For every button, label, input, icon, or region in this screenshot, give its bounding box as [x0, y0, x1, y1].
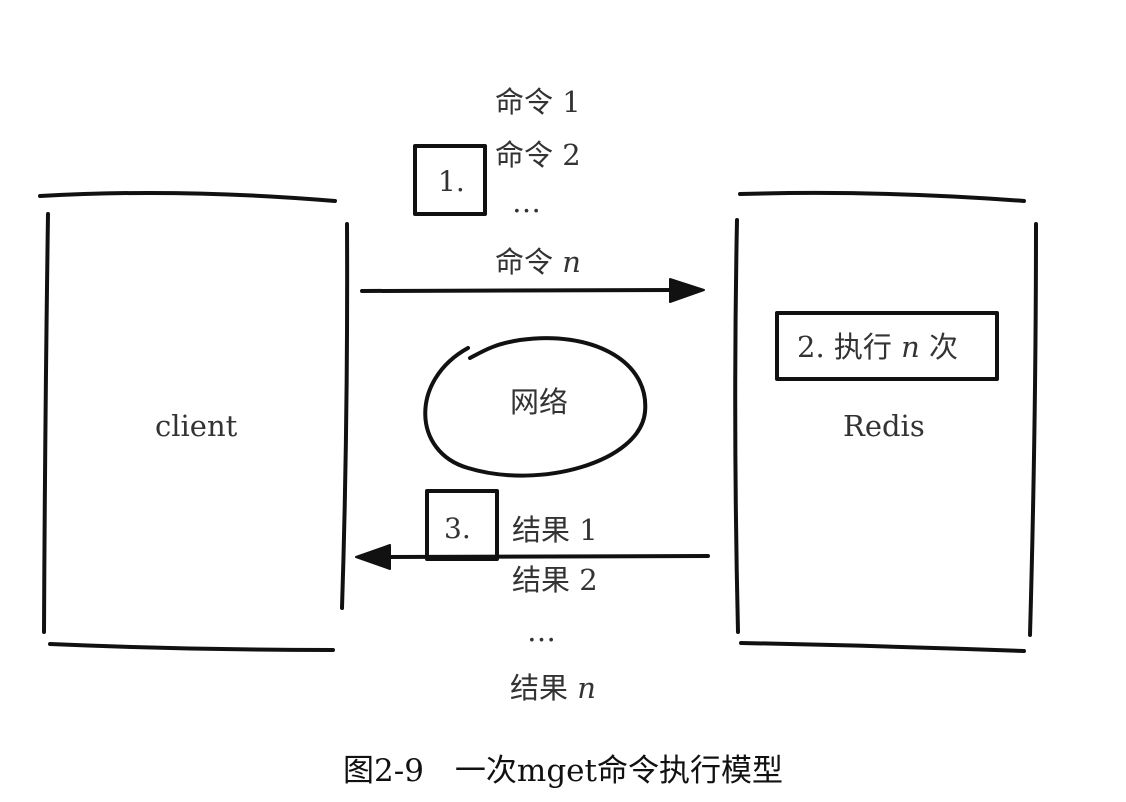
step3-badge-box — [425, 489, 499, 561]
redis-box — [733, 190, 1038, 653]
command-ellipsis: … — [512, 185, 541, 219]
result-2-label: 结果 2 — [512, 563, 598, 597]
result-ellipsis: … — [527, 614, 556, 648]
response-arrow — [355, 544, 710, 570]
client-label: client — [155, 409, 238, 443]
step2-suffix: 次 — [919, 330, 959, 364]
command-n-prefix: 命令 — [495, 245, 563, 279]
result-n-var: n — [577, 671, 596, 705]
result-n-prefix: 结果 — [510, 671, 578, 705]
step3-badge: 3. — [444, 512, 471, 545]
step2-var: n — [901, 330, 920, 364]
network-blob — [423, 336, 648, 478]
redis-label: Redis — [843, 409, 925, 443]
command-n-label: 命令 n — [495, 248, 581, 277]
result-n-label: 结果 n — [510, 674, 596, 703]
command-2-label: 命令 2 — [495, 138, 581, 172]
request-arrow — [360, 278, 705, 303]
figure-caption: 图2-9 一次mget命令执行模型 — [343, 753, 783, 789]
command-1-label: 命令 1 — [495, 85, 581, 119]
step1-badge-box — [413, 144, 487, 216]
client-box — [38, 190, 350, 652]
step1-badge: 1. — [438, 165, 465, 198]
step2-box — [775, 311, 999, 381]
step2-label: 2. 执行 n 次 — [797, 333, 958, 362]
command-n-var: n — [562, 245, 581, 279]
step2-prefix: 2. 执行 — [797, 330, 902, 364]
network-label: 网络 — [510, 385, 569, 419]
result-1-label: 结果 1 — [512, 513, 598, 547]
